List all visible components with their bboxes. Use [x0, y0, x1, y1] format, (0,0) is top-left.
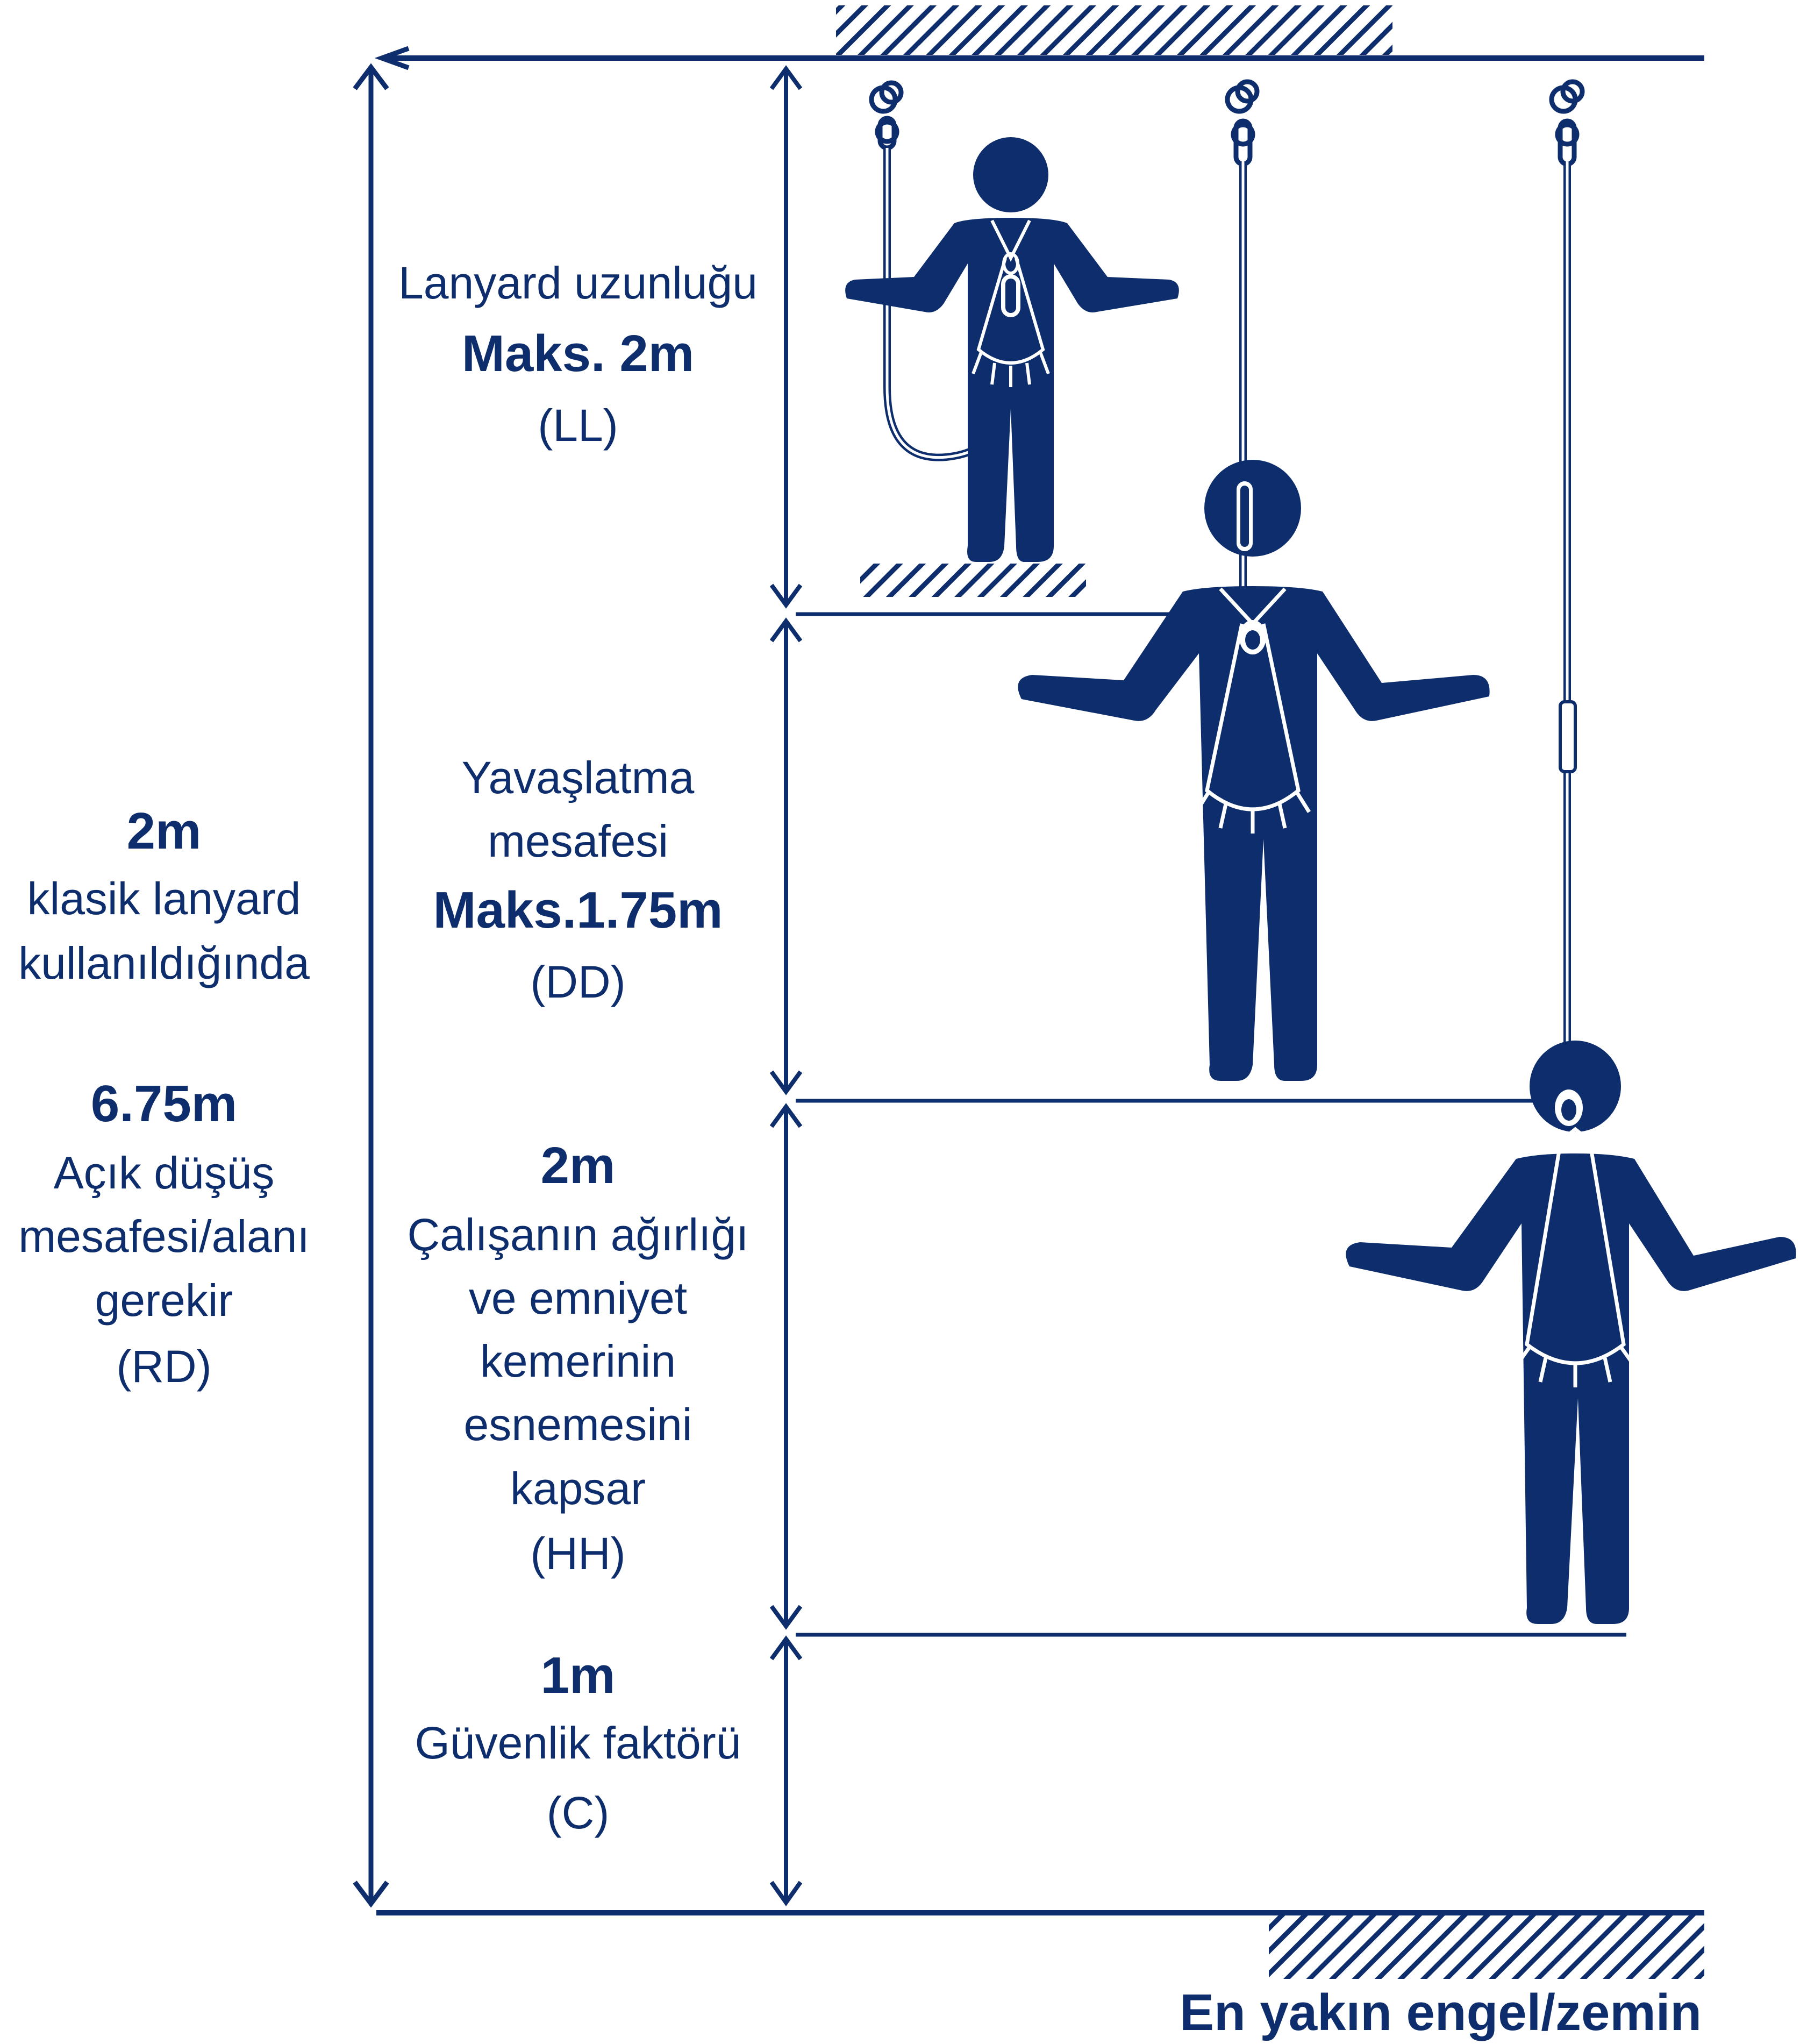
harness-line1: Çalışanın ağırlığı	[407, 1209, 748, 1260]
harness-value: 2m	[541, 1137, 616, 1194]
platform-hatch-icon	[860, 564, 1086, 597]
lanyard-code: (LL)	[538, 400, 618, 451]
harness-line4: esnemesini	[464, 1399, 692, 1450]
harness-code: (HH)	[530, 1528, 625, 1579]
safety-code: (C)	[547, 1787, 610, 1838]
lanyard-value: Maks. 2m	[462, 325, 694, 382]
total-line1: Açık düşüş	[54, 1148, 275, 1198]
total-value: 6.75m	[91, 1075, 237, 1133]
deceleration-line2: mesafesi	[488, 816, 668, 866]
worker-standing-icon	[845, 80, 1179, 562]
harness-line5: kapsar	[510, 1463, 646, 1514]
total-code: (RD)	[116, 1341, 211, 1392]
safety-value: 1m	[541, 1647, 616, 1704]
worker-deceleration-icon	[1018, 79, 1490, 1081]
worker-hanging-icon	[1346, 79, 1796, 1624]
ceiling-hatch-icon	[836, 5, 1392, 55]
deceleration-value: Maks.1.75m	[433, 881, 723, 939]
deceleration-line1: Yavaşlatma	[462, 752, 695, 803]
ground-hatch-icon	[1269, 1915, 1704, 1979]
total-top-value: 2m	[127, 802, 202, 860]
ground-label: En yakın engel/zemin	[1180, 1984, 1702, 2041]
segment-dimension-arrows	[769, 65, 803, 1906]
deceleration-code: (DD)	[530, 957, 625, 1007]
total-top-line1: klasik lanyard	[27, 873, 301, 924]
total-line2: mesafesi/alanı	[18, 1211, 310, 1262]
total-dimension-arrow	[353, 63, 389, 1908]
harness-line3: kemerinin	[480, 1336, 676, 1386]
total-line3: gerekir	[95, 1275, 233, 1326]
lanyard-line1: Lanyard uzunluğu	[398, 258, 758, 308]
top-line-arrowhead	[374, 46, 410, 70]
harness-line2: ve emniyet	[469, 1273, 687, 1323]
safety-line1: Güvenlik faktörü	[415, 1718, 741, 1768]
total-top-line2: kullanıldığında	[18, 938, 310, 988]
